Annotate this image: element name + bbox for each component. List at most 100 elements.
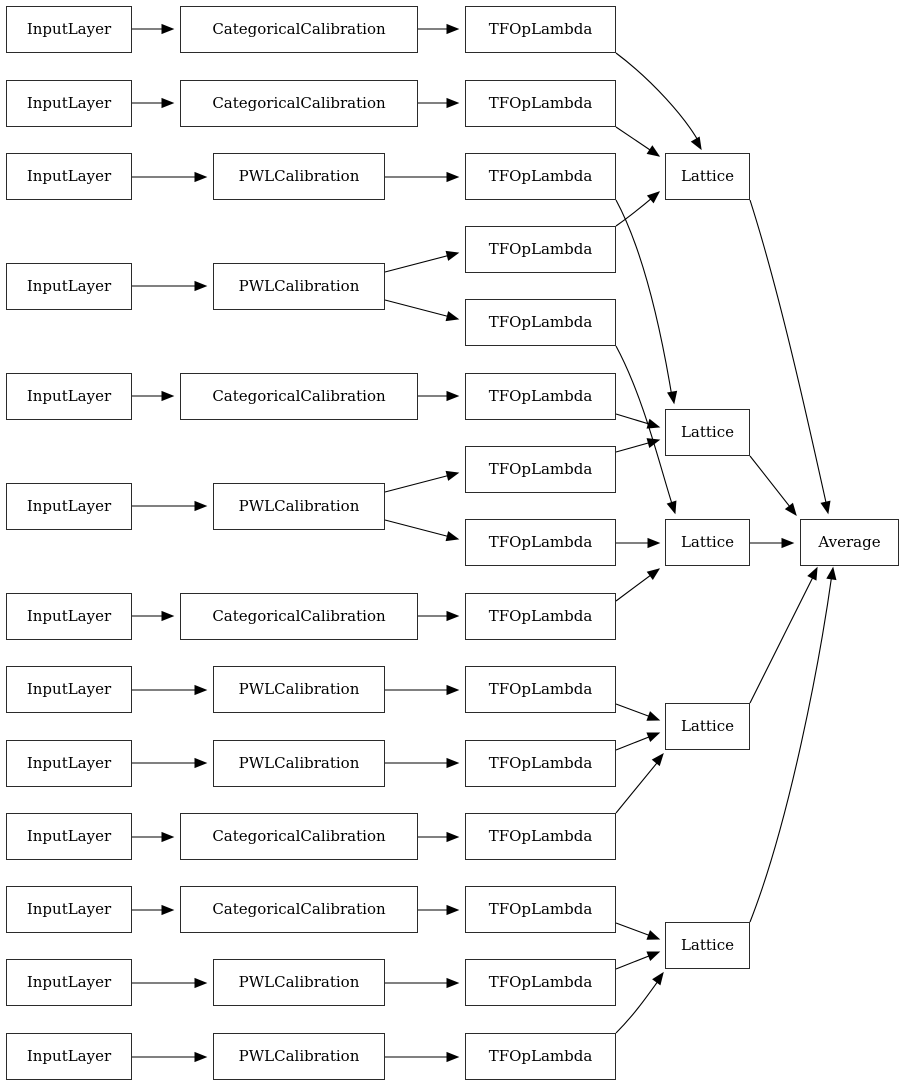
node-pwlcalibration[interactable]: PWLCalibration <box>213 740 385 787</box>
arrowhead-icon <box>161 610 175 622</box>
graph-edge <box>615 439 660 453</box>
node-label: PWLCalibration <box>238 973 360 991</box>
arrowhead-icon <box>690 136 702 151</box>
graph-edge <box>615 951 660 970</box>
node-label: InputLayer <box>26 167 112 185</box>
node-inputlayer[interactable]: InputLayer <box>6 1033 132 1080</box>
node-tfoplambda[interactable]: TFOpLambda <box>465 813 616 860</box>
node-tfoplambda[interactable]: TFOpLambda <box>465 1033 616 1080</box>
arrowhead-icon <box>646 711 661 721</box>
node-label: InputLayer <box>26 497 112 515</box>
node-label: TFOpLambda <box>488 167 593 185</box>
node-tfoplambda[interactable]: TFOpLambda <box>465 519 616 566</box>
node-label: InputLayer <box>26 20 112 38</box>
node-inputlayer[interactable]: InputLayer <box>6 666 132 713</box>
node-lattice[interactable]: Lattice <box>665 519 750 566</box>
node-categoricalcalibration[interactable]: CategoricalCalibration <box>180 886 418 933</box>
node-label: TFOpLambda <box>488 973 593 991</box>
node-inputlayer[interactable]: InputLayer <box>6 959 132 1006</box>
arrowhead-icon <box>646 145 661 157</box>
arrowhead-icon <box>446 390 460 402</box>
node-label: TFOpLambda <box>488 900 593 918</box>
arrowhead-icon <box>161 831 175 843</box>
graph-edge <box>384 519 459 540</box>
graph-edge <box>749 573 833 923</box>
node-pwlcalibration[interactable]: PWLCalibration <box>213 959 385 1006</box>
arrowhead-icon <box>445 250 460 261</box>
arrowhead-icon <box>194 1051 208 1063</box>
node-categoricalcalibration[interactable]: CategoricalCalibration <box>180 373 418 420</box>
node-tfoplambda[interactable]: TFOpLambda <box>465 153 616 200</box>
node-tfoplambda[interactable]: TFOpLambda <box>465 373 616 420</box>
node-inputlayer[interactable]: InputLayer <box>6 153 132 200</box>
node-pwlcalibration[interactable]: PWLCalibration <box>213 483 385 530</box>
node-label: InputLayer <box>26 607 112 625</box>
arrowhead-icon <box>646 191 661 204</box>
arrowhead-icon <box>161 97 175 109</box>
node-lattice[interactable]: Lattice <box>665 153 750 200</box>
node-label: InputLayer <box>26 277 112 295</box>
node-tfoplambda[interactable]: TFOpLambda <box>465 6 616 53</box>
node-inputlayer[interactable]: InputLayer <box>6 80 132 127</box>
node-tfoplambda[interactable]: TFOpLambda <box>465 80 616 127</box>
node-average[interactable]: Average <box>800 519 899 566</box>
graph-edge <box>615 922 660 940</box>
arrowhead-icon <box>446 904 460 916</box>
node-tfoplambda[interactable]: TFOpLambda <box>465 666 616 713</box>
graph-edge <box>615 199 673 398</box>
graph-edge <box>749 199 828 508</box>
arrowhead-icon <box>194 500 208 512</box>
node-label: TFOpLambda <box>488 313 593 331</box>
arrowhead-icon <box>647 537 661 549</box>
node-label: CategoricalCalibration <box>212 387 386 405</box>
arrowhead-icon <box>652 971 664 986</box>
node-categoricalcalibration[interactable]: CategoricalCalibration <box>180 80 418 127</box>
node-label: TFOpLambda <box>488 754 593 772</box>
node-inputlayer[interactable]: InputLayer <box>6 483 132 530</box>
node-tfoplambda[interactable]: TFOpLambda <box>465 740 616 787</box>
node-inputlayer[interactable]: InputLayer <box>6 6 132 53</box>
arrowhead-icon <box>446 1051 460 1063</box>
node-inputlayer[interactable]: InputLayer <box>6 813 132 860</box>
node-label: TFOpLambda <box>488 20 593 38</box>
arrowhead-icon <box>194 280 208 292</box>
node-tfoplambda[interactable]: TFOpLambda <box>465 959 616 1006</box>
node-label: TFOpLambda <box>488 240 593 258</box>
graph-edge <box>615 413 660 428</box>
arrowhead-icon <box>820 500 831 515</box>
arrowhead-icon <box>646 568 661 580</box>
node-pwlcalibration[interactable]: PWLCalibration <box>213 263 385 310</box>
node-lattice[interactable]: Lattice <box>665 409 750 456</box>
node-label: Lattice <box>680 936 735 954</box>
arrowhead-icon <box>446 171 460 183</box>
node-pwlcalibration[interactable]: PWLCalibration <box>213 1033 385 1080</box>
node-label: InputLayer <box>26 900 112 918</box>
node-inputlayer[interactable]: InputLayer <box>6 593 132 640</box>
node-pwlcalibration[interactable]: PWLCalibration <box>213 153 385 200</box>
node-categoricalcalibration[interactable]: CategoricalCalibration <box>180 593 418 640</box>
arrowhead-icon <box>646 930 661 940</box>
graph-edge <box>384 472 459 493</box>
node-inputlayer[interactable]: InputLayer <box>6 886 132 933</box>
node-tfoplambda[interactable]: TFOpLambda <box>465 886 616 933</box>
node-tfoplambda[interactable]: TFOpLambda <box>465 299 616 346</box>
node-pwlcalibration[interactable]: PWLCalibration <box>213 666 385 713</box>
arrowhead-icon <box>446 831 460 843</box>
node-label: PWLCalibration <box>238 680 360 698</box>
graph-edge <box>615 732 660 751</box>
graph-edge <box>615 191 660 227</box>
node-lattice[interactable]: Lattice <box>665 922 750 969</box>
arrowhead-icon <box>666 500 677 515</box>
node-inputlayer[interactable]: InputLayer <box>6 263 132 310</box>
arrowhead-icon <box>651 752 664 767</box>
node-categoricalcalibration[interactable]: CategoricalCalibration <box>180 6 418 53</box>
node-label: PWLCalibration <box>238 497 360 515</box>
node-tfoplambda[interactable]: TFOpLambda <box>465 226 616 273</box>
node-inputlayer[interactable]: InputLayer <box>6 373 132 420</box>
node-categoricalcalibration[interactable]: CategoricalCalibration <box>180 813 418 860</box>
node-label: InputLayer <box>26 827 112 845</box>
node-lattice[interactable]: Lattice <box>665 703 750 750</box>
node-tfoplambda[interactable]: TFOpLambda <box>465 593 616 640</box>
node-tfoplambda[interactable]: TFOpLambda <box>465 446 616 493</box>
node-inputlayer[interactable]: InputLayer <box>6 740 132 787</box>
